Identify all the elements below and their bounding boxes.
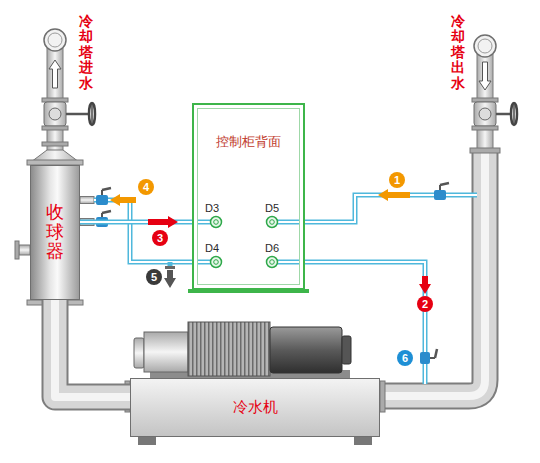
inlet-pipe [44, 102, 66, 126]
terminal-label: D6 [265, 242, 279, 254]
compressor-unit [134, 338, 144, 368]
outlet-pipe [380, 381, 385, 412]
outlet-pipe [479, 62, 491, 90]
outlet-pipe [472, 126, 498, 130]
inlet-pipe [49, 108, 61, 120]
terminal-port [214, 260, 219, 265]
ball-valve [440, 183, 449, 185]
ball-valve [96, 188, 111, 205]
terminal-label: D3 [205, 202, 219, 214]
ball-valve [96, 195, 108, 205]
collector-vessel: 收球器 [30, 165, 80, 300]
flow-arrow [419, 276, 431, 294]
ball-valve [102, 188, 111, 190]
terminal-port [267, 217, 278, 228]
collector-fittings [19, 245, 30, 255]
outlet-pipe [474, 102, 496, 126]
outlet-pipe [479, 108, 491, 120]
sampling-tube [165, 266, 175, 269]
pipe-highlight [55, 300, 130, 397]
pipe-connector [55, 300, 130, 397]
node-text: 收球器 [46, 203, 64, 262]
compressor-unit [354, 437, 372, 445]
callout-number: 5 [146, 269, 162, 285]
outlet-pipe [472, 98, 498, 102]
ball-valve [434, 183, 449, 200]
inlet-pipe [49, 60, 61, 88]
flow-arrow [378, 189, 410, 201]
sampling-tube [272, 195, 477, 222]
terminal-port [214, 220, 219, 225]
inlet-pipe [42, 126, 68, 130]
sampling-tube [94, 200, 216, 262]
terminal-port [211, 217, 222, 228]
terminal-label: D4 [205, 242, 219, 254]
outlet-pipe [478, 39, 492, 53]
callout-number: 3 [152, 230, 168, 246]
pipe-outline [55, 300, 130, 397]
node-text: 冷水机 [233, 398, 278, 417]
flow-arrow [110, 194, 136, 206]
ball-valve [96, 211, 111, 227]
flow-arrow [164, 270, 176, 288]
outlet-pipe [474, 35, 496, 57]
inlet-pipe [44, 29, 66, 51]
outlet-pipe [381, 152, 485, 396]
ball-valve [420, 352, 430, 364]
chiller-base: 冷水机 [130, 378, 380, 437]
callout-number: 4 [138, 179, 154, 195]
inlet-pipe [48, 33, 62, 47]
inlet-pipe [42, 98, 68, 102]
compressor-unit [144, 332, 188, 372]
outlet-pipe [470, 148, 500, 153]
ball-valve [420, 349, 437, 364]
collector-fittings [80, 197, 94, 204]
outlet-pipe [381, 152, 485, 396]
control-cabinet: 控制柜背面 [192, 103, 305, 290]
water-pipe [55, 300, 130, 397]
flow-arrow [148, 216, 178, 228]
compressor-unit [138, 437, 156, 445]
pipe-title: 冷却塔进水 [79, 14, 93, 91]
ball-valve [435, 349, 437, 358]
compressor-unit [342, 336, 351, 364]
callout-number: 6 [397, 350, 413, 366]
outlet-pipe [496, 113, 511, 116]
terminal-port [270, 220, 275, 225]
outlet-pipe [513, 103, 515, 125]
collector-fittings [15, 241, 19, 259]
inlet-pipe [89, 103, 95, 125]
pipe-title: 冷却塔出水 [451, 14, 465, 91]
outlet-pipe [511, 103, 517, 125]
inlet-pipe [91, 103, 93, 125]
node-text: 控制柜背面 [216, 133, 281, 151]
compressor-unit [270, 327, 342, 373]
ball-valve [434, 190, 446, 200]
inlet-pipe [66, 113, 89, 116]
terminal-port [267, 257, 278, 268]
terminal-port [211, 257, 222, 268]
ball-valve [102, 211, 111, 213]
callout-number: 2 [417, 296, 433, 312]
terminal-port [270, 260, 275, 265]
terminal-label: D5 [265, 202, 279, 214]
sampling-tube [272, 195, 477, 222]
outlet-pipe [381, 152, 485, 396]
compressor-unit [188, 322, 270, 376]
callout-number: 1 [389, 172, 405, 188]
inlet-pipe [42, 142, 68, 146]
collector-fittings [15, 150, 94, 305]
flow-arrow [110, 189, 431, 294]
sampling-tube [94, 200, 216, 262]
